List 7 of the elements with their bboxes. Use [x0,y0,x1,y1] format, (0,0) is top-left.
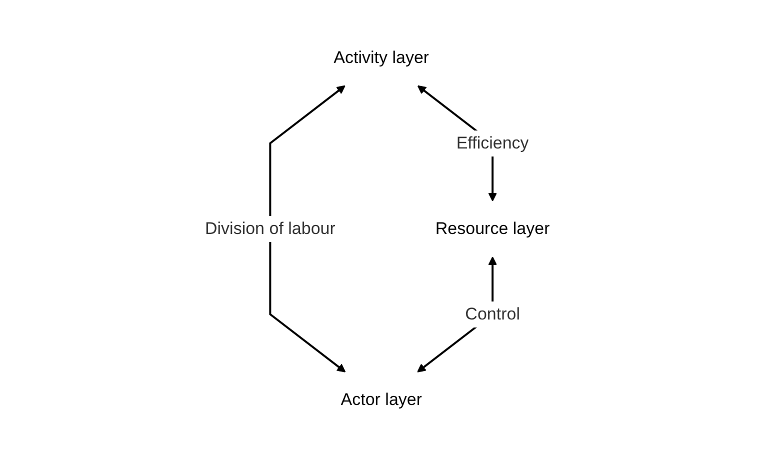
node-text: Activity layer [333,48,429,68]
node-text: Resource layer [435,219,550,238]
edge-label: Control [464,304,520,324]
arrow [268,86,346,373]
node-text: Actor layer [340,390,422,410]
edge-label: Efficiency [456,134,528,153]
edge-label: Division of labour [204,219,336,238]
